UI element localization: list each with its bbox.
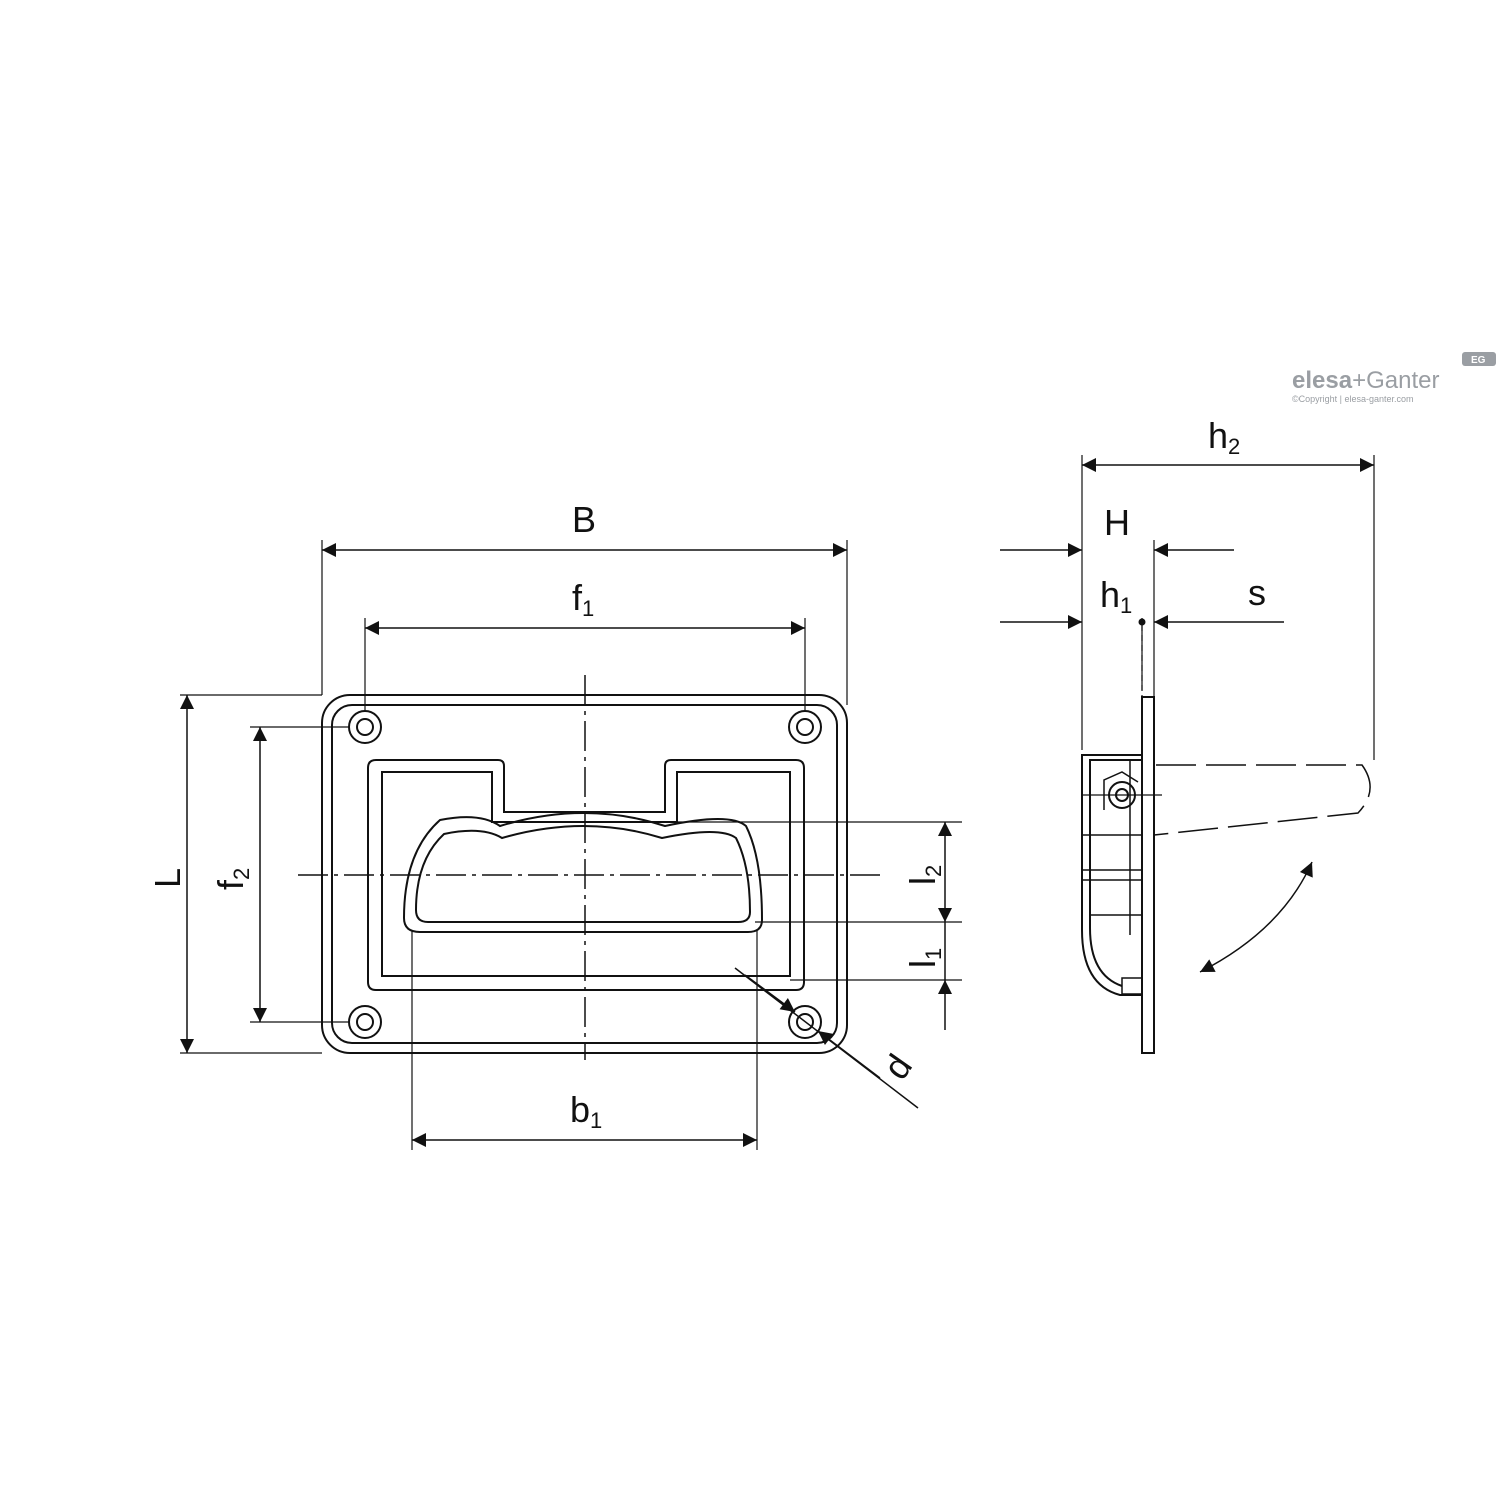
front-view	[180, 540, 962, 1150]
dim-d-arrow-in	[744, 974, 796, 1013]
recess-inner-outline	[381, 771, 791, 977]
dim-d-arrow-out	[817, 1030, 881, 1079]
side-view-labels: h2 H h1 s	[1100, 415, 1266, 618]
label-L: L	[147, 868, 188, 888]
screw-hole-bottom-left	[348, 1005, 382, 1039]
label-f1: f1	[572, 577, 594, 621]
label-B: B	[572, 499, 596, 540]
front-view-labels: B f1 L f2 l2 l1 b1 d	[147, 499, 946, 1133]
recess-outline	[367, 759, 805, 991]
label-s: s	[1248, 572, 1266, 613]
label-b1: b1	[570, 1089, 602, 1133]
brand-copyright: ©Copyright | elesa-ganter.com	[1292, 394, 1414, 404]
screw-hole-top-left	[348, 710, 382, 744]
side-body	[1081, 754, 1142, 996]
label-h2: h2	[1208, 415, 1240, 459]
label-H: H	[1104, 502, 1130, 543]
dimension-lines	[180, 543, 952, 1147]
extension-lines	[180, 540, 962, 1150]
brand-logo: EG elesa+Ganter ©Copyright | elesa-gante…	[1292, 352, 1496, 404]
rotation-arrow	[1199, 861, 1313, 973]
screw-hole-bottom-right	[788, 1005, 822, 1039]
side-plate	[1141, 696, 1155, 1054]
side-body-inner	[1089, 759, 1142, 987]
brand-badge-text: EG	[1471, 355, 1486, 366]
label-l1: l1	[902, 948, 946, 968]
side-view	[1000, 455, 1375, 1054]
handle-open-position	[1153, 764, 1371, 836]
label-f2: f2	[210, 868, 254, 890]
screw-hole-top-right	[788, 710, 822, 744]
label-l2: l2	[902, 865, 946, 885]
brand-wordmark: elesa+Ganter	[1292, 367, 1439, 394]
handle-grip-outer	[402, 812, 764, 933]
brand-badge	[1462, 352, 1496, 366]
handle-grip-inner	[414, 825, 752, 923]
label-h1: h1	[1100, 574, 1132, 618]
